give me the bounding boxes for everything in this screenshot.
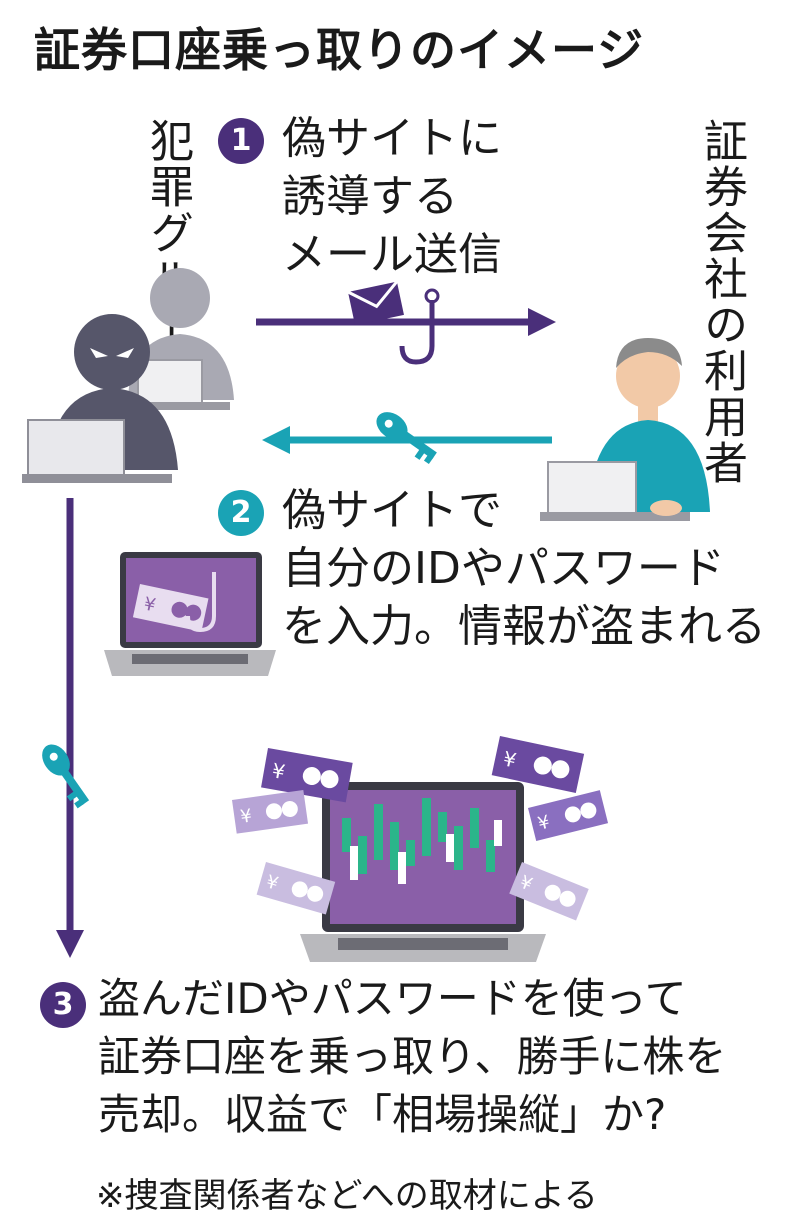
banknote-icon: ¥ xyxy=(256,862,336,915)
step-2-line: 偽サイトで xyxy=(282,485,502,536)
mail-icon xyxy=(347,280,404,326)
yen-symbol: ¥ xyxy=(536,812,552,835)
yen-symbol: ¥ xyxy=(270,758,287,784)
step-2-line: を入力。情報が盗まれる xyxy=(282,601,766,652)
yen-symbol: ¥ xyxy=(264,871,281,894)
step-2-line: 自分のIDやパスワード xyxy=(282,543,725,594)
user-icon xyxy=(540,338,710,521)
step-1-badge: 1 xyxy=(218,118,264,164)
yen-symbol: ¥ xyxy=(239,805,253,827)
page-title: 証券口座乗っ取りのイメージ xyxy=(34,23,645,77)
stolen-credentials-arrow xyxy=(262,412,552,465)
key-icon xyxy=(42,744,90,809)
step-2-text: 偽サイトで 自分のIDやパスワード を入力。情報が盗まれる xyxy=(282,482,766,656)
banknote-icon: ¥ xyxy=(232,789,309,834)
fake-site-laptop-icon: ¥ xyxy=(104,552,276,676)
banknote-icon: ¥ xyxy=(261,748,353,803)
account-takeover-arrow xyxy=(42,498,90,958)
criminal-group-icon xyxy=(22,268,234,483)
step-3-line: 証券口座を乗っ取り、勝手に株を xyxy=(98,1032,727,1081)
banknote-icon: ¥ xyxy=(509,862,589,921)
banknote-icon: ¥ xyxy=(491,736,585,794)
banknote-icon: ¥ xyxy=(528,790,609,841)
phishing-mail-arrow xyxy=(256,280,556,365)
candlestick-chart xyxy=(342,798,495,874)
step-3-line: 盗んだIDやパスワードを使って xyxy=(98,974,687,1023)
stock-trading-laptop-icon xyxy=(300,782,546,962)
step-1-line: 誘導する xyxy=(282,171,458,222)
source-note: ※捜査関係者などへの取材による xyxy=(96,1176,598,1216)
yen-symbol: ¥ xyxy=(501,746,518,772)
key-icon xyxy=(376,412,437,465)
step-3-badge: 3 xyxy=(40,982,86,1028)
step-3-line: 売却。収益で「相場操縦」か? xyxy=(98,1090,667,1139)
step-1-line: 偽サイトに xyxy=(282,113,502,164)
hook-icon xyxy=(399,300,435,365)
step-3-text: 盗んだIDやパスワードを使って 証券口座を乗っ取り、勝手に株を 売却。収益で「相… xyxy=(98,970,726,1144)
step-2-badge: 2 xyxy=(218,490,264,536)
step-1-line: メール送信 xyxy=(282,229,502,280)
banknotes: ¥ ¥ ¥ ¥ ¥ ¥ xyxy=(232,736,609,921)
yen-symbol: ¥ xyxy=(142,593,158,616)
step-1-text: 偽サイトに 誘導する メール送信 xyxy=(282,110,502,284)
